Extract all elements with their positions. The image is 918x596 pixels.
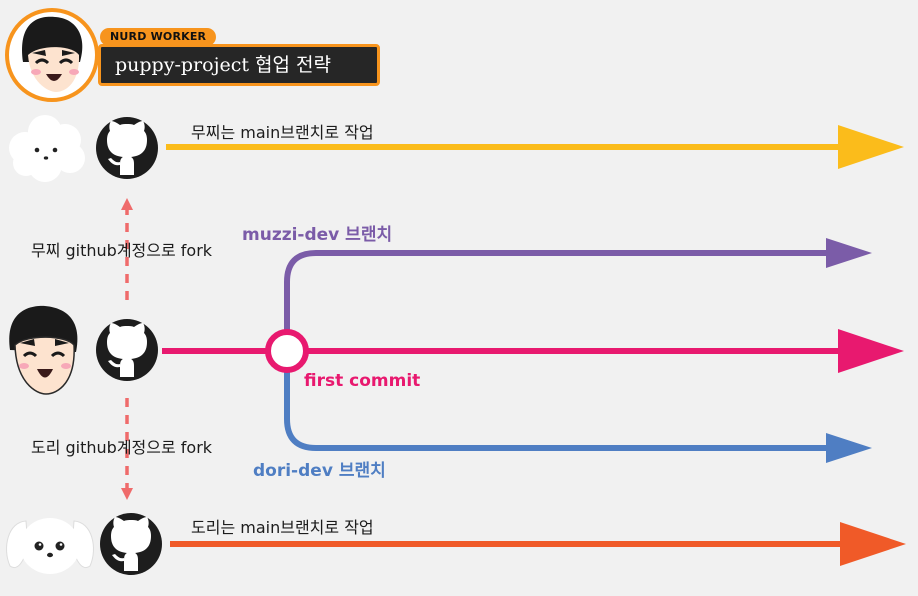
dori-dev-label: dori-dev 브랜치 <box>253 461 386 481</box>
muzzi-dev-arrowhead <box>826 238 872 268</box>
muzzi-dev-branch-line <box>284 250 835 330</box>
github-icon[interactable] <box>96 319 158 381</box>
white-dog-icon <box>6 518 94 574</box>
muzzi-fork-label: 무찌 github계정으로 fork <box>31 241 213 260</box>
muzzi-main-label: 무찌는 main브랜치로 작업 <box>191 123 374 142</box>
dori-dev-branch-line <box>284 370 835 451</box>
github-icon[interactable] <box>96 117 158 179</box>
first-commit-label: first commit <box>304 371 421 391</box>
fluffy-dog-icon <box>9 115 85 182</box>
page-title: puppy-project 협업 전략 <box>98 44 380 86</box>
github-icon[interactable] <box>100 513 162 575</box>
header-avatar <box>5 8 99 102</box>
muzzi-fork-arrowhead <box>121 198 133 210</box>
nurd-worker-badge: NURD WORKER <box>100 28 217 46</box>
dori-fork-label: 도리 github계정으로 fork <box>31 438 213 457</box>
muzzi-main-arrowhead <box>838 125 904 169</box>
nerd-avatar-icon <box>9 305 78 395</box>
owner-main-arrowhead <box>838 329 904 373</box>
dori-fork-arrowhead <box>121 488 133 500</box>
dori-main-label: 도리는 main브랜치로 작업 <box>191 518 374 537</box>
dori-dev-arrowhead <box>826 433 872 463</box>
muzzi-dev-label: muzzi-dev 브랜치 <box>242 225 393 245</box>
first-commit-node[interactable] <box>265 329 309 373</box>
dori-main-arrowhead <box>840 522 906 566</box>
